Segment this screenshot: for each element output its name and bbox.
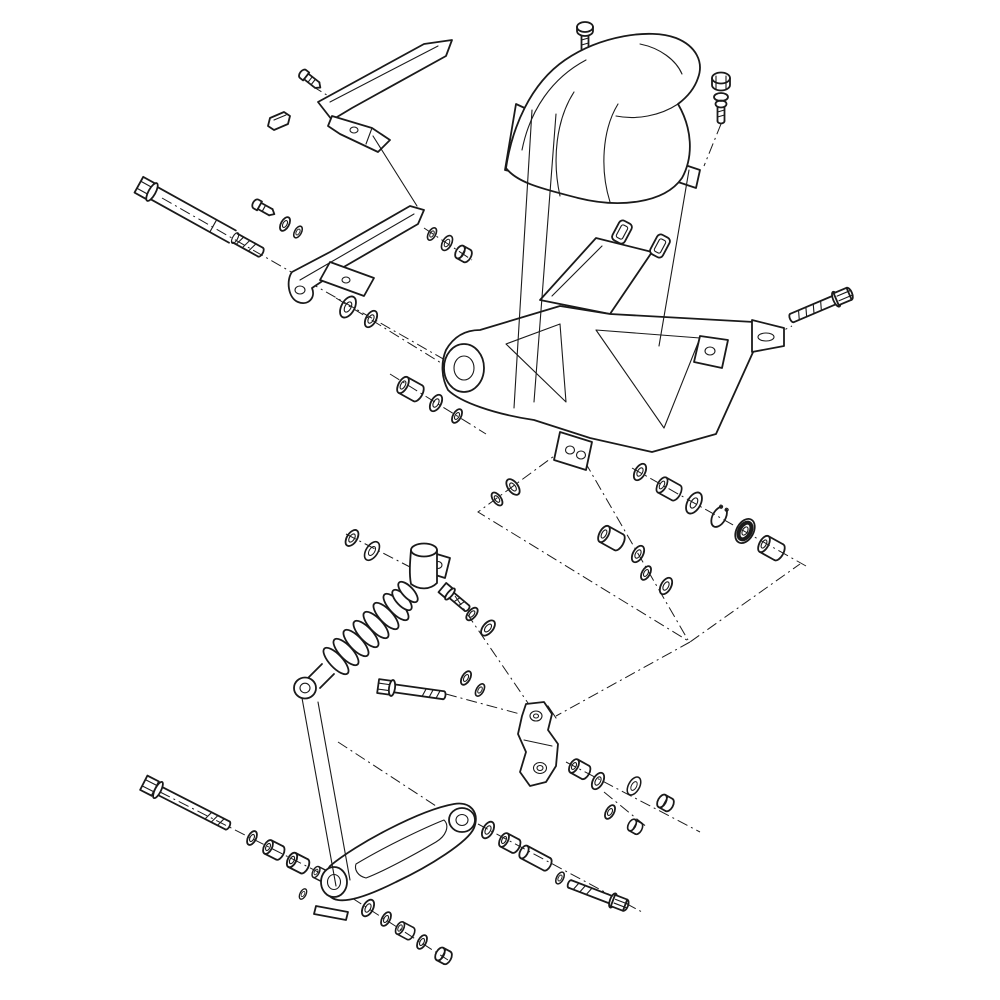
- chain-guard-screw: [298, 68, 322, 89]
- leader-lines: [301, 109, 690, 887]
- chain-guard: [317, 39, 453, 153]
- pivot-washers: [276, 214, 305, 240]
- fender-flange-bolt: [711, 71, 731, 125]
- bearing-spacer-seal-set: [630, 460, 789, 564]
- linkage-rocker-arm: [297, 802, 477, 921]
- rear-hugger-fender: [504, 32, 701, 204]
- rocker-washer-nut-set: [358, 896, 455, 967]
- linkage-spacer-set: [594, 523, 676, 598]
- linkage-long-bolt: [139, 774, 332, 885]
- swingarm-pivot-axle: [133, 175, 265, 258]
- rear-shock-absorber: [293, 542, 451, 700]
- chain-adjuster-bolt: [788, 286, 854, 324]
- shock-top-washers: [342, 526, 384, 564]
- swingarm: [441, 219, 785, 471]
- chain-guard-clip: [267, 111, 291, 131]
- relay-arm-spacers: [565, 756, 677, 837]
- chain-slider: [287, 205, 425, 304]
- pivot-adjuster-screw: [251, 198, 276, 217]
- shock-lower-bolt-washers: [437, 582, 499, 640]
- suspension-relay-arm: [517, 701, 559, 787]
- rocker-pin-bolt-set: [478, 818, 630, 912]
- linkage-front-bolt: [376, 668, 488, 701]
